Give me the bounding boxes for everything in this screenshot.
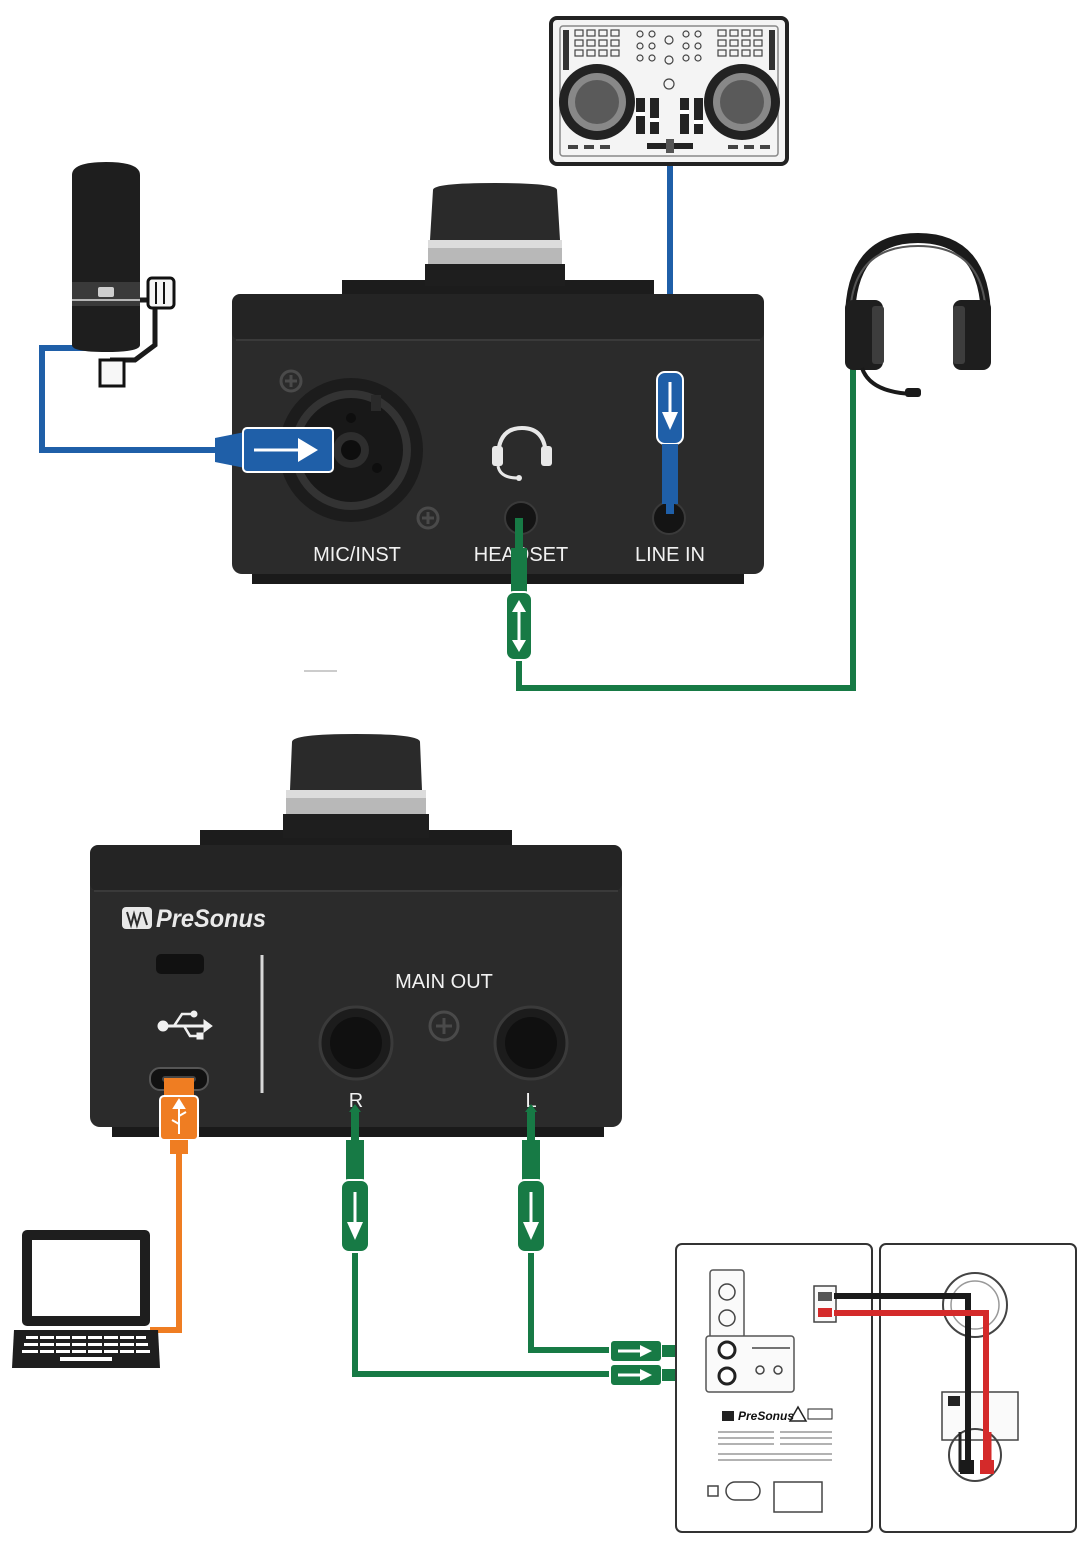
- mic-xlr-plug: [215, 428, 333, 472]
- headphones-icon: [845, 238, 991, 397]
- main-out-label: MAIN OUT: [395, 971, 493, 993]
- usb-plug: [160, 1078, 198, 1154]
- laptop-icon: [12, 1230, 160, 1368]
- line-in-label: LINE IN: [635, 544, 705, 566]
- microphone-icon: [72, 162, 174, 386]
- studio-monitor-left-rear: PreSonus: [676, 1244, 872, 1532]
- top-audio-interface: MIC/INST HEADSET LINE IN: [232, 183, 764, 584]
- studio-monitor-right-rear: [880, 1244, 1076, 1532]
- bottom-audio-interface: PreSonus MAIN OUT R L: [90, 734, 622, 1137]
- monitor-brand: PreSonus: [738, 1409, 794, 1423]
- mic-cable: [42, 348, 215, 450]
- presonus-logo: PreSonus: [122, 905, 266, 933]
- mic-inst-label: MIC/INST: [313, 544, 401, 566]
- dj-controller-icon: [551, 18, 787, 164]
- main-out-right-cable: [355, 1250, 612, 1374]
- usb-cable: [150, 1150, 179, 1330]
- main-out-left-cable: [531, 1250, 612, 1350]
- brand-text: PreSonus: [156, 905, 266, 933]
